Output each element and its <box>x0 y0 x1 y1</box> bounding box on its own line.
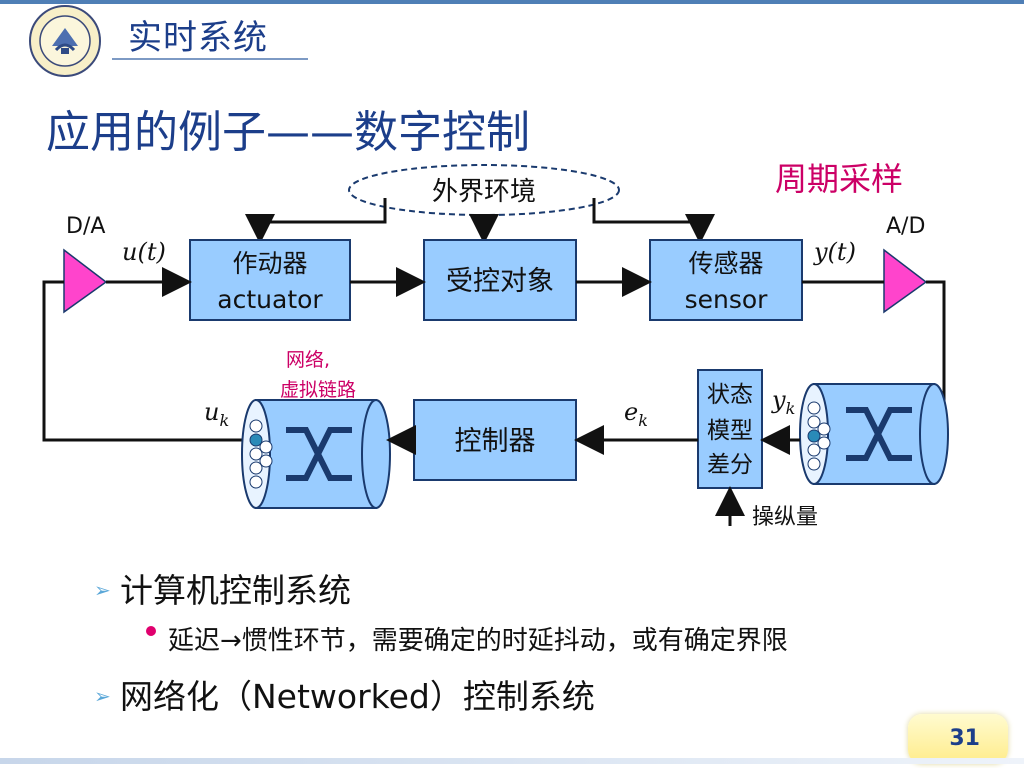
ek-label: ek <box>624 398 648 430</box>
env-to-sensor-line <box>592 198 715 244</box>
network-label-line1: 网络, <box>286 349 330 371</box>
bullet-arrow-icon: ➢ <box>94 684 111 708</box>
slide-title: 应用的例子——数字控制 <box>46 107 530 158</box>
page-number: 31 <box>949 726 980 751</box>
plant-label: 受控对象 <box>446 266 554 297</box>
page-number-badge: 31 <box>908 714 1008 764</box>
state-model-line1: 状态 <box>707 382 753 408</box>
bullet-arrow-icon: ➢ <box>94 578 111 602</box>
controller-block <box>413 399 577 481</box>
bullet-dot-icon <box>146 626 156 636</box>
da-label: D/A <box>66 214 105 239</box>
env-to-actuator-line <box>245 198 387 244</box>
section-title: 实时系统 <box>128 18 268 58</box>
bottom-border <box>0 758 1024 764</box>
u-t-label: u(t) <box>122 238 166 266</box>
top-border <box>0 0 1024 4</box>
bullet-subitem-1: 延迟→惯性环节，需要确定的时延抖动，或有确定界限 <box>168 626 788 656</box>
da-converter-triangle <box>63 248 108 314</box>
bullet-item-2: 网络化（Networked）控制系统 <box>120 677 595 716</box>
sensor-label-en: sensor <box>685 285 769 314</box>
manipulated-label: 操纵量 <box>752 505 818 530</box>
left-network-switch-icon <box>241 399 391 509</box>
state-model-line2: 模型 <box>707 418 753 444</box>
sensor-label-cn: 传感器 <box>688 249 763 278</box>
state-model-line3: 差分 <box>707 452 753 478</box>
uk-label: uk <box>204 398 229 430</box>
header-underline <box>112 58 308 60</box>
ad-converter-triangle <box>883 248 928 314</box>
environment-label: 外界环境 <box>432 177 536 207</box>
actuator-block <box>189 239 351 321</box>
y-t-label: y(t) <box>813 238 856 266</box>
actuator-label-cn: 作动器 <box>232 249 307 278</box>
network-label-line2: 虚拟链路 <box>280 379 356 401</box>
right-network-switch-icon <box>799 383 949 485</box>
yk-label: yk <box>771 386 795 418</box>
plant-block <box>423 239 577 321</box>
controller-label: 控制器 <box>455 426 536 457</box>
sampling-label: 周期采样 <box>775 160 903 198</box>
university-seal-logo <box>29 5 101 77</box>
digital-control-diagram: 周期采样 外界环境 D/A A/D u(t) y(t) 作动器 actuator… <box>42 160 949 530</box>
bullet-item-1: 计算机控制系统 <box>120 571 351 610</box>
left-network-to-da-line <box>42 280 246 442</box>
ad-label: A/D <box>886 214 925 239</box>
actuator-label-en: actuator <box>217 285 323 314</box>
